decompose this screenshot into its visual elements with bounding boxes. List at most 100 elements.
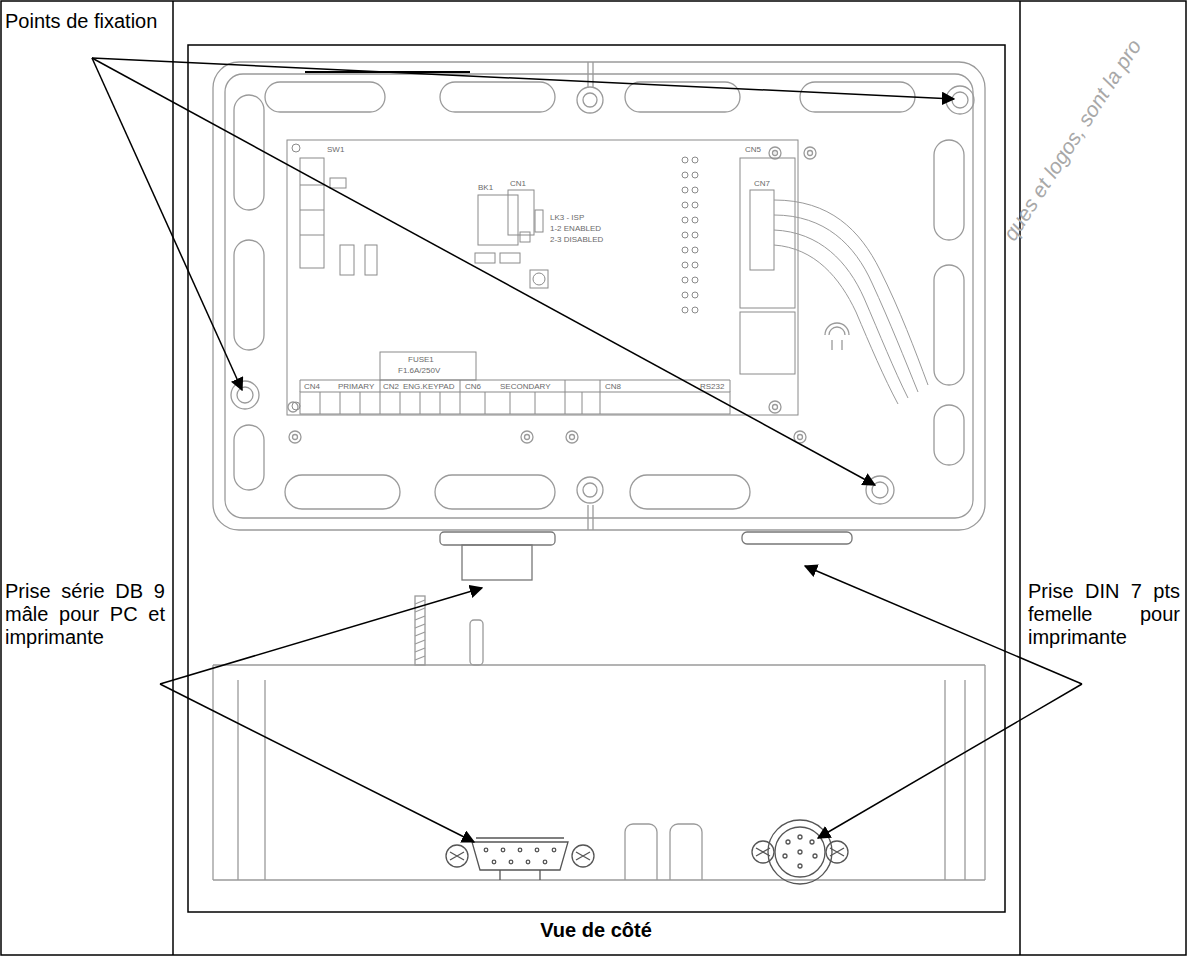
- leader-arrows: [92, 58, 242, 390]
- circuit-board: [774, 200, 928, 385]
- leader-arrows: [92, 58, 954, 99]
- silkscreen-text: ENG.KEYPAD: [403, 383, 454, 391]
- housing-side-view: [984, 665, 985, 880]
- housing-top-view: [583, 483, 597, 497]
- housing-top-view: [285, 475, 400, 509]
- din-socket: [826, 841, 848, 863]
- silkscreen-text: SECONDARY: [500, 383, 551, 391]
- din-socket: [752, 841, 774, 863]
- housing-top-view: [225, 74, 973, 518]
- circuit-board: [774, 215, 918, 392]
- housing-top-view: [231, 381, 259, 409]
- circuit-board: [740, 158, 795, 308]
- din-socket: [798, 835, 802, 839]
- circuit-board: [330, 178, 346, 188]
- silkscreen-text: CN4: [304, 383, 320, 391]
- callout-label: Prise DIN 7 pts femelle pour imprimante: [1028, 580, 1180, 649]
- circuit-board: [500, 253, 520, 263]
- housing-side-view: [625, 824, 657, 880]
- silkscreen-text: CN2: [383, 383, 399, 391]
- circuit-board: [682, 262, 688, 268]
- table-frame: [1019, 1, 1021, 955]
- circuit-board: [340, 245, 354, 275]
- circuit-board: [682, 157, 698, 313]
- silkscreen-text: RS232: [700, 383, 724, 391]
- db9-socket: [484, 848, 488, 852]
- housing-top-view: [234, 95, 264, 210]
- circuit-board: [730, 380, 731, 392]
- housing-side-view: [415, 624, 425, 628]
- circuit-board: [300, 380, 730, 381]
- circuit-board: [320, 392, 321, 414]
- db9-socket: [552, 848, 556, 852]
- circuit-board: [380, 352, 476, 380]
- circuit-board: [692, 172, 698, 178]
- housing-top-view: [521, 431, 533, 443]
- circuit-board: [692, 232, 698, 238]
- db9-socket: [509, 860, 513, 864]
- circuit-board: [740, 312, 795, 374]
- circuit-board: [692, 217, 698, 223]
- circuit-board: [682, 292, 688, 298]
- circuit-board: [682, 202, 688, 208]
- connector-stubs: [462, 545, 532, 580]
- circuit-board: [340, 392, 341, 414]
- housing-side-view: [415, 640, 425, 644]
- housing-side-view: [415, 616, 425, 620]
- silkscreen-text: CN6: [465, 383, 481, 391]
- housing-side-view: [670, 824, 702, 880]
- housing-top-view: [934, 140, 964, 240]
- housing-top-view: [587, 62, 588, 88]
- housing-side-view: [964, 680, 965, 880]
- din-socket: [756, 848, 770, 856]
- housing-top-view: [592, 62, 593, 88]
- din-socket: [786, 840, 790, 844]
- circuit-board: [692, 307, 698, 313]
- circuit-board: [478, 195, 518, 245]
- housing-top-view: [587, 505, 588, 530]
- circuit-board: [565, 380, 566, 414]
- circuit-board: [475, 253, 495, 263]
- circuit-board: [682, 172, 688, 178]
- circuit-board: [533, 273, 545, 285]
- callout-label: Points de fixation: [5, 10, 168, 33]
- leader-arrows: [818, 684, 1082, 838]
- din-socket: [810, 840, 814, 844]
- housing-top-view: [577, 477, 603, 503]
- db9-socket: [446, 845, 468, 867]
- circuit-board: [292, 402, 300, 410]
- housing-side-view: [213, 664, 985, 665]
- db9-socket: [501, 848, 505, 852]
- silkscreen-text: CN8: [605, 383, 621, 391]
- db9-socket: [450, 852, 464, 860]
- housing-top-view: [435, 475, 555, 509]
- housing-top-view: [234, 240, 264, 350]
- housing-side-view: [415, 648, 425, 652]
- circuit-board: [774, 245, 898, 404]
- housing-side-view: [212, 665, 213, 880]
- connector-stubs: [440, 532, 852, 580]
- housing-side-view: [415, 656, 425, 660]
- circuit-board: [692, 277, 698, 283]
- housing-top-view: [566, 431, 578, 443]
- table-frame: [172, 1, 174, 955]
- db9-socket: [526, 860, 530, 864]
- din-socket: [813, 854, 817, 858]
- circuit-board: [400, 392, 401, 414]
- callout-label: Prise série DB 9 mâle pour PC et imprima…: [5, 580, 165, 649]
- circuit-board: [682, 232, 688, 238]
- housing-top-view: [808, 151, 813, 156]
- circuit-board: [360, 392, 361, 414]
- connector-stubs: [742, 532, 852, 544]
- circuit-board: [535, 210, 543, 232]
- circuit-board: [774, 230, 908, 398]
- circuit-board: [682, 157, 688, 163]
- connector-stubs: [440, 532, 555, 545]
- circuit-board: [600, 380, 601, 414]
- silkscreen-text: F1.6A/250V: [398, 367, 440, 375]
- circuit-board: [300, 380, 301, 392]
- db9-socket: [576, 852, 590, 860]
- circuit-board: [300, 185, 324, 186]
